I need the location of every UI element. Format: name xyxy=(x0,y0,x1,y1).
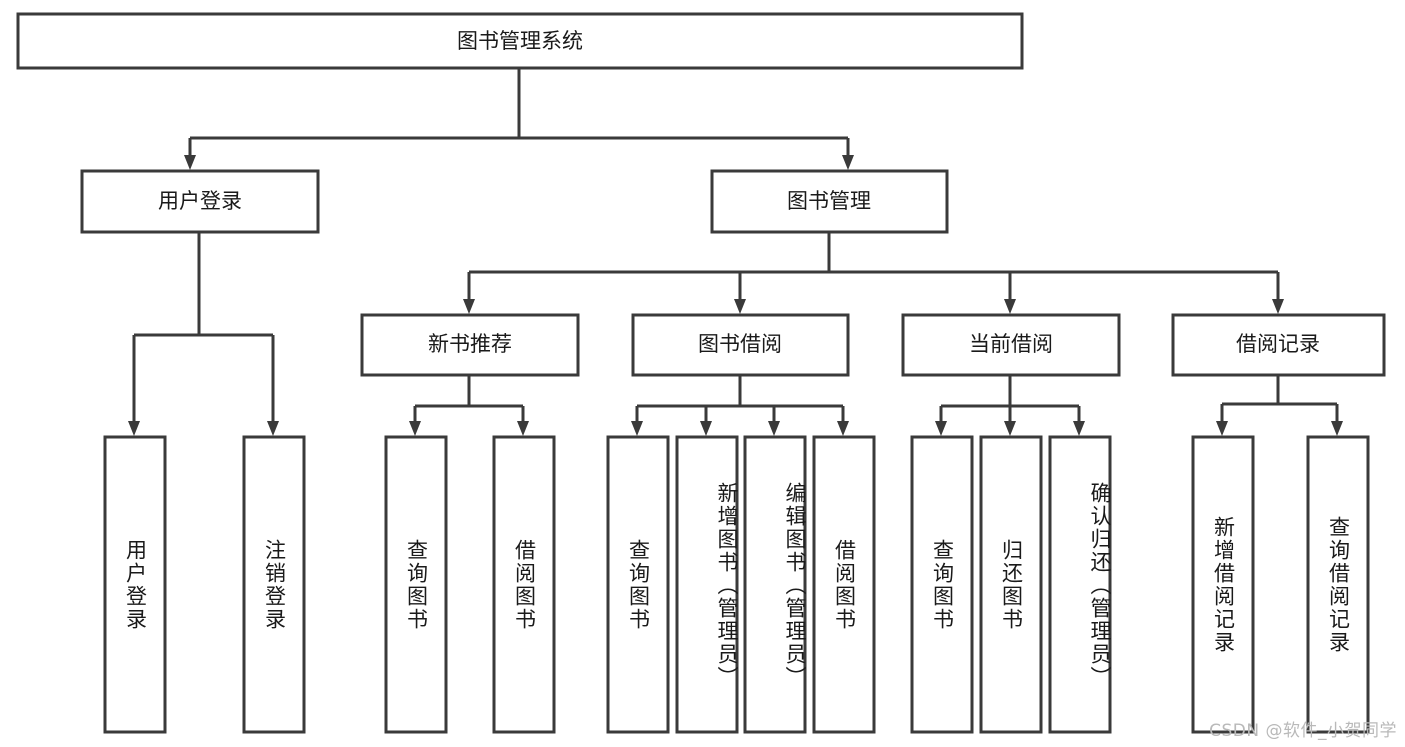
node-new-book-recommend[interactable] xyxy=(360,313,580,377)
connector-bookborrow-to-leaves xyxy=(631,375,849,436)
node-new-book-recommend-label: 新书推荐 xyxy=(428,332,512,356)
leaf-box-query-borrow-record[interactable] xyxy=(1306,435,1370,734)
arrow-to-book-mgmt xyxy=(842,155,854,170)
connector-newbook-to-leaves xyxy=(409,375,529,436)
node-user-login[interactable] xyxy=(80,169,320,234)
leaf-box-user-login[interactable] xyxy=(103,435,167,734)
connector-borrowrecord-to-leaves xyxy=(1216,375,1343,436)
connector-bookmgmt-to-level3 xyxy=(463,232,1284,314)
leaf-box-confirm-return-admin[interactable] xyxy=(1048,435,1112,734)
node-current-borrow-label: 当前借阅 xyxy=(969,332,1053,356)
leaf-box-borrow-book-1[interactable] xyxy=(492,435,556,734)
csdn-watermark: CSDN @软件_小贺同学 xyxy=(1209,721,1397,741)
leaf-box-query-book-1[interactable] xyxy=(384,435,448,734)
node-book-borrow-label: 图书借阅 xyxy=(698,332,782,356)
leaf-box-return-book[interactable] xyxy=(979,435,1043,734)
node-current-borrow[interactable] xyxy=(901,313,1121,377)
connector-root-to-level2 xyxy=(184,68,854,170)
leaf-box-add-borrow-record[interactable] xyxy=(1191,435,1255,734)
leaf-box-add-book-admin[interactable] xyxy=(675,435,739,734)
node-book-management[interactable] xyxy=(710,169,949,234)
leaf-box-query-book-3[interactable] xyxy=(910,435,974,734)
leaf-box-query-book-2[interactable] xyxy=(606,435,670,734)
connector-userlogin-to-leaves xyxy=(128,232,279,436)
connector-currentborrow-to-leaves xyxy=(935,375,1085,436)
arrow-to-user-login xyxy=(184,155,196,170)
node-root-label: 图书管理系统 xyxy=(457,29,583,53)
node-root[interactable] xyxy=(16,12,1024,70)
node-book-borrow[interactable] xyxy=(631,313,850,377)
node-borrow-record-label: 借阅记录 xyxy=(1236,332,1320,356)
node-borrow-record[interactable] xyxy=(1171,313,1386,377)
leaf-box-borrow-book-2[interactable] xyxy=(812,435,876,734)
node-user-login-label: 用户登录 xyxy=(158,189,242,213)
node-book-management-label: 图书管理 xyxy=(787,189,871,213)
leaf-box-logout[interactable] xyxy=(242,435,306,734)
leaf-box-edit-book-admin[interactable] xyxy=(743,435,807,734)
